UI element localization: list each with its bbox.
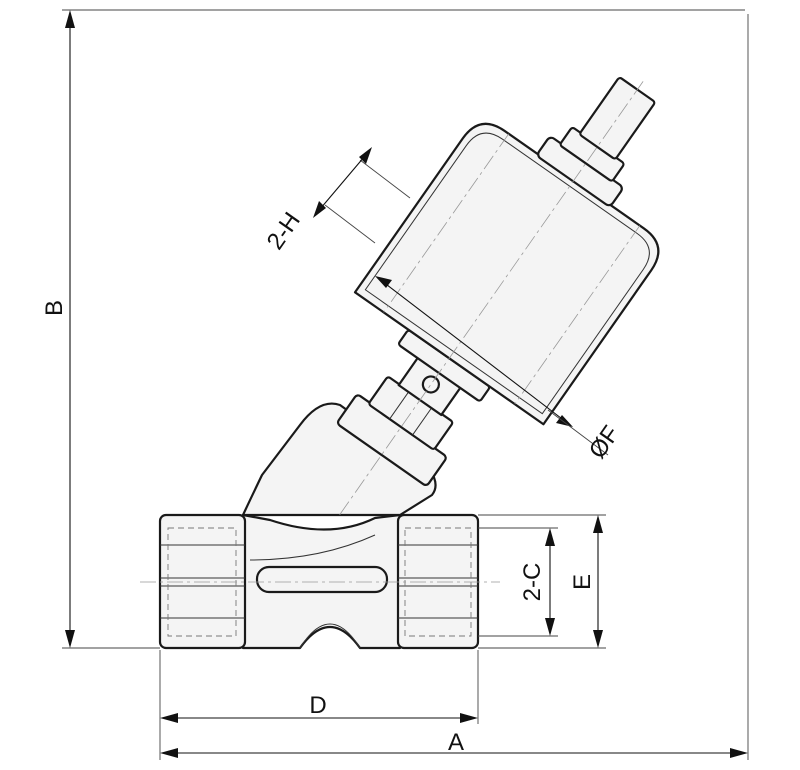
right-port-hex: [396, 513, 480, 650]
dimension-h: 2-H: [262, 147, 411, 255]
dim-label-d: D: [309, 692, 326, 719]
valve-body: [241, 402, 437, 650]
dimension-a: A: [160, 14, 749, 760]
left-port-hex: [158, 513, 247, 650]
dim-label-c: 2-C: [519, 563, 546, 602]
dimension-c: 2-C: [478, 527, 558, 637]
dimension-b: B: [41, 9, 745, 649]
dimension-e: E: [478, 514, 606, 649]
dimension-d: D: [159, 650, 479, 760]
actuator-assembly: [336, 77, 660, 516]
dim-label-b: B: [41, 300, 68, 316]
dim-label-h: 2-H: [262, 208, 306, 255]
dim-label-a: A: [448, 729, 464, 756]
dim-label-f: ØF: [584, 421, 625, 464]
dim-label-e: E: [569, 574, 596, 590]
